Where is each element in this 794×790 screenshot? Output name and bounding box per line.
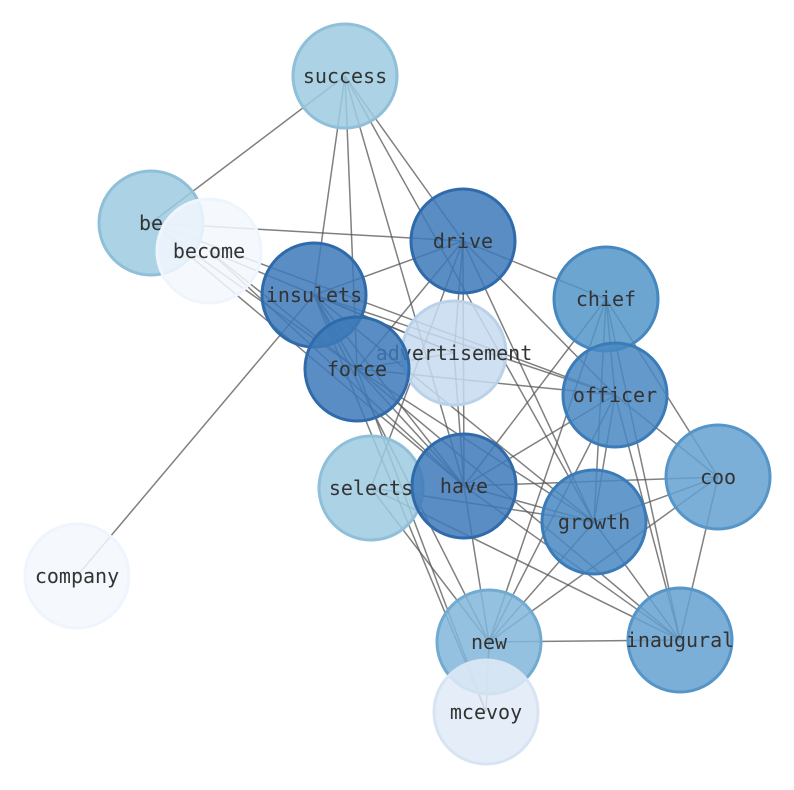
node-label-selects: selects xyxy=(329,476,413,500)
edge-success-growth xyxy=(344,75,595,523)
node-circle-force xyxy=(303,315,411,423)
node-force: force xyxy=(303,315,411,423)
node-label-success: success xyxy=(303,64,387,88)
node-circle-success xyxy=(291,22,399,130)
node-have: have xyxy=(410,432,518,540)
node-label-mcevoy: mcevoy xyxy=(450,700,522,724)
node-circle-have xyxy=(410,432,518,540)
node-label-company: company xyxy=(35,564,119,588)
node-inaugural: inaugural xyxy=(626,586,734,694)
node-label-officer: officer xyxy=(573,383,657,407)
node-coo: coo xyxy=(664,423,772,531)
node-selects: selects xyxy=(317,434,425,542)
node-label-become: become xyxy=(173,239,245,263)
node-label-insulets: insulets xyxy=(266,283,362,307)
node-label-have: have xyxy=(440,474,488,498)
node-label-chief: chief xyxy=(576,287,636,311)
node-success: success xyxy=(291,22,399,130)
node-label-drive: drive xyxy=(433,229,493,253)
node-chief: chief xyxy=(552,245,660,353)
edge-success-have xyxy=(344,75,465,487)
node-growth: growth xyxy=(540,468,648,576)
node-circle-coo xyxy=(664,423,772,531)
edge-insulets-company xyxy=(76,294,315,577)
node-label-be: be xyxy=(139,211,163,235)
node-label-force: force xyxy=(327,357,387,381)
node-circle-drive xyxy=(409,187,517,295)
node-label-new: new xyxy=(471,630,508,654)
node-label-inaugural: inaugural xyxy=(626,628,734,652)
node-circle-officer xyxy=(561,341,669,449)
node-label-coo: coo xyxy=(700,465,736,489)
node-drive: drive xyxy=(409,187,517,295)
node-circle-inaugural xyxy=(626,586,734,694)
node-become: become xyxy=(155,197,263,305)
node-company: company xyxy=(23,522,131,630)
node-label-growth: growth xyxy=(558,510,630,534)
node-circle-company xyxy=(23,522,131,630)
node-mcevoy: mcevoy xyxy=(432,658,540,766)
node-officer: officer xyxy=(561,341,669,449)
node-circle-become xyxy=(155,197,263,305)
node-circle-growth xyxy=(540,468,648,576)
node-circle-mcevoy xyxy=(432,658,540,766)
edge-force-inaugural xyxy=(356,368,681,641)
